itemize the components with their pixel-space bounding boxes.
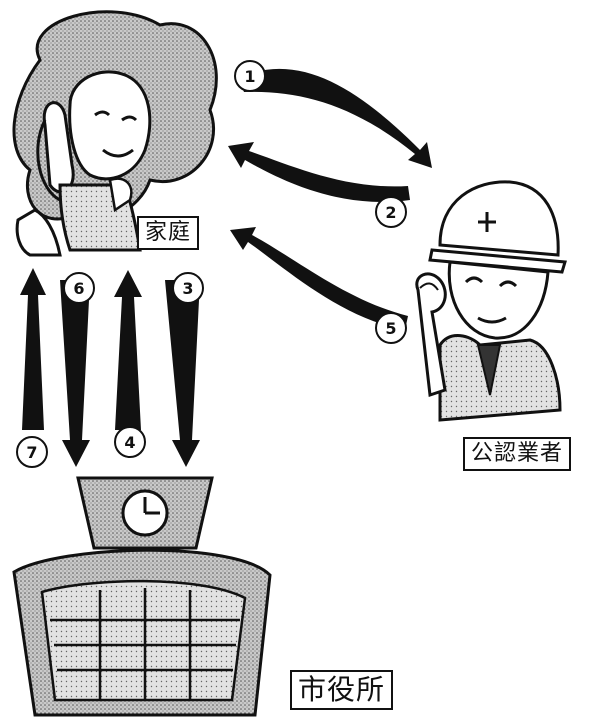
arrow-step-5 [230, 227, 408, 330]
home-label: 家庭 [137, 216, 200, 250]
arrow-step-2 [228, 142, 410, 202]
city-hall-illustration [12, 476, 272, 717]
arrow-step-3 [165, 280, 200, 467]
step-6-badge: 6 [63, 272, 95, 304]
arrow-step-7 [20, 268, 46, 430]
city-hall-label: 市役所 [290, 670, 394, 710]
arrow-step-1 [238, 68, 432, 168]
arrow-step-6 [60, 280, 90, 467]
step-1-badge: 1 [234, 60, 266, 92]
step-4-badge: 4 [114, 426, 146, 458]
step-5-badge: 5 [375, 312, 407, 344]
woman-on-phone-illustration [12, 10, 218, 257]
step-2-badge: 2 [375, 196, 407, 228]
arrow-step-4 [114, 270, 142, 430]
contractor-label: 公認業者 [463, 437, 572, 471]
step-7-badge: 7 [16, 436, 48, 468]
step-3-badge: 3 [172, 272, 204, 304]
contractor-illustration [415, 180, 567, 422]
